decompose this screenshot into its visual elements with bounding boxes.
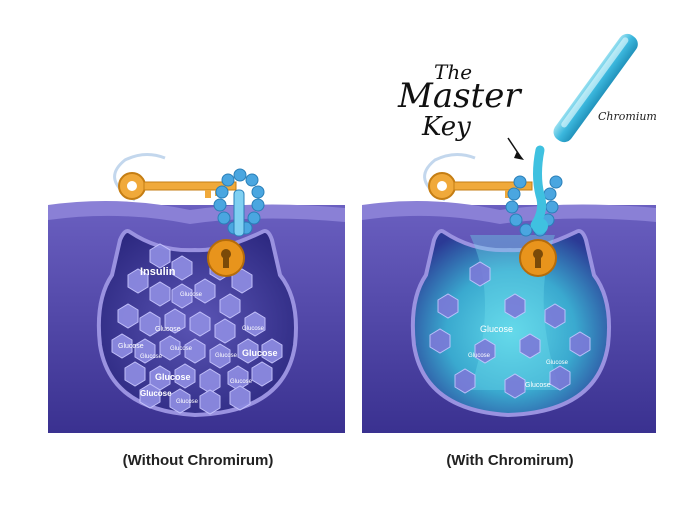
right-panel: Glucose Glucose Glucose Glucose [362,31,656,433]
right-glucose-label: Glucose [546,360,569,366]
right-glucose-label: Glucose [480,324,513,334]
left-glucose-label: Glucose [155,326,181,333]
left-glucose-label: Glucose [176,399,199,405]
right-glucose-cluster [429,261,591,399]
left-receptor-icon [213,168,265,237]
title-line-3: Key [422,112,471,142]
right-caption: (With Chromirum) [446,452,574,469]
left-glucose-label: Glucose [140,389,172,398]
right-key-icon [428,172,533,200]
left-glucose-label: Glucose [118,343,144,350]
left-caption: (Without Chromirum) [122,452,274,469]
left-glucose-label: Glucose [230,379,253,385]
left-glucose-label: Glucose [170,346,193,352]
left-glucose-label: Glucose [180,292,203,298]
left-glucose-label: Glucose [155,372,191,382]
right-glucose-label: Glucose [525,382,551,389]
left-panel: Insulin Glucose Glucose Glucose Glucose … [48,153,345,433]
title-line-1: The [434,60,473,84]
left-glucose-label: Glucose [140,354,163,360]
chromium-label: Chromium [598,110,657,123]
chromium-pipette-icon [530,31,640,234]
left-glucose-label: Glucose [242,348,278,358]
right-glucose-label: Glucose [468,353,491,359]
left-glucose-label: Glucose [242,326,265,332]
left-membrane [48,201,345,224]
right-lock-icon [519,239,557,277]
title-line-2: Master [398,76,521,116]
left-glucose-label: Glucose [215,353,238,359]
title-pointer-arrowhead-icon [514,151,524,160]
left-lock-icon [207,239,245,277]
left-glucose-cluster [111,243,283,415]
left-insulin-label: Insulin [140,266,176,278]
